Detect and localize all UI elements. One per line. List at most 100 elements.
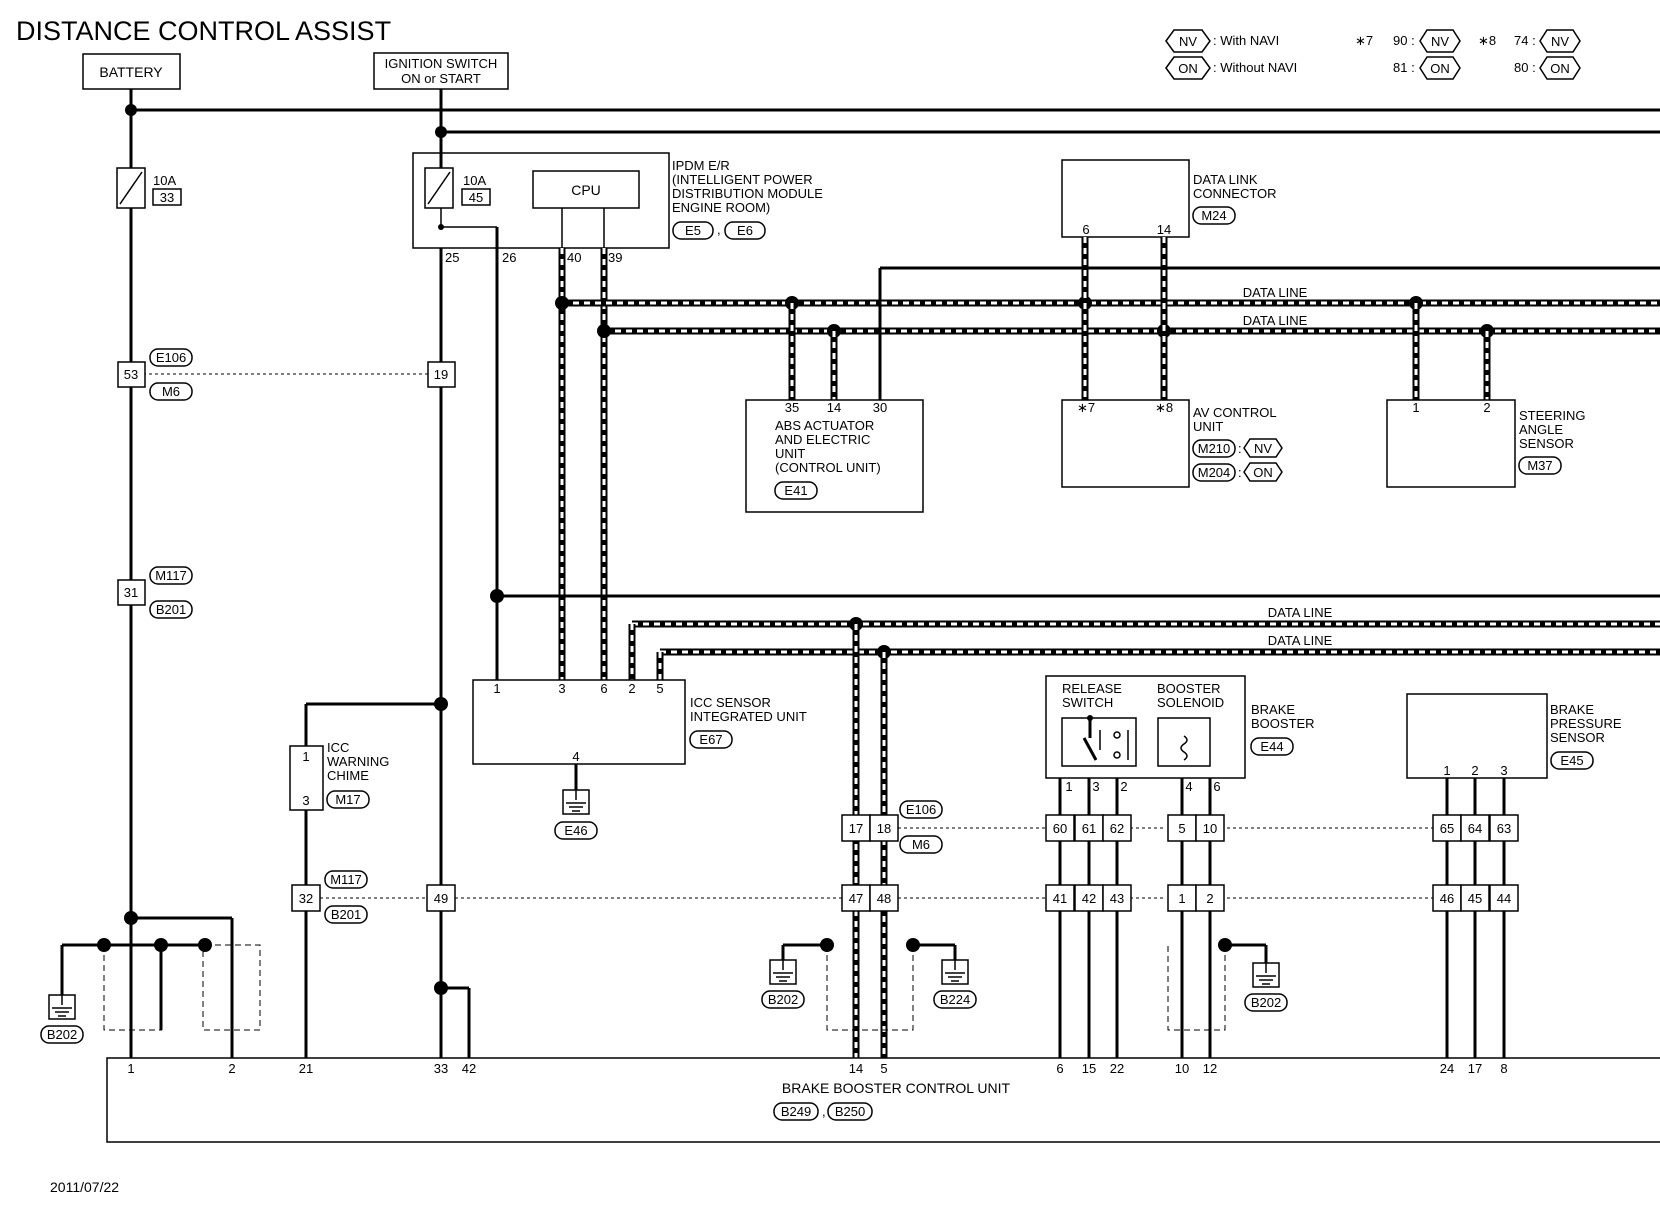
chime-pin-1: 1 bbox=[302, 749, 309, 764]
svg-text:46: 46 bbox=[1440, 891, 1454, 906]
ignition-line1: IGNITION SWITCH bbox=[385, 56, 498, 71]
icc-pin-2: 2 bbox=[628, 681, 635, 696]
connector-65-64-63: 65 64 63 bbox=[1432, 814, 1519, 842]
svg-text:64: 64 bbox=[1468, 821, 1482, 836]
svg-text:,: , bbox=[717, 222, 721, 237]
bbcu-pin-2: 2 bbox=[228, 1061, 235, 1076]
conn-label-e106-b: E106 bbox=[906, 802, 936, 817]
icc-pin-1: 1 bbox=[493, 681, 500, 696]
legend-on-badge: ON bbox=[1165, 56, 1211, 80]
icc-sensor-integrated-unit: 1 3 6 2 5 4 ICC SENSOR INTEGRATED UNIT E… bbox=[472, 679, 807, 765]
conn-label-m117-b: M117 bbox=[330, 872, 362, 887]
bbcu-pin-42: 42 bbox=[462, 1061, 476, 1076]
battery-fuse: 10A 33 bbox=[116, 167, 182, 209]
conn-label-e106-a: E106 bbox=[156, 350, 186, 365]
icc-pin-3: 3 bbox=[558, 681, 565, 696]
bbcu-pin-8: 8 bbox=[1500, 1061, 1507, 1076]
data-line-label-1: DATA LINE bbox=[1243, 285, 1308, 300]
connector-53: 53 bbox=[117, 361, 146, 388]
icc-pin-4: 4 bbox=[572, 749, 579, 764]
svg-text::: : bbox=[1238, 465, 1242, 480]
ipdm-pin-39: 39 bbox=[608, 250, 622, 265]
connector-49: 49 bbox=[426, 884, 456, 912]
ipdm-cpu: CPU bbox=[571, 182, 601, 198]
brake-booster-control-unit: 1 2 21 33 42 14 5 6 15 22 10 12 24 17 8 … bbox=[106, 1057, 1660, 1143]
ipdm-pin-40: 40 bbox=[567, 250, 581, 265]
booster-pin-4: 4 bbox=[1185, 779, 1192, 794]
legend-s7-on-badge: ON bbox=[1430, 61, 1450, 76]
connector-41-42-43: 41 42 43 bbox=[1045, 884, 1132, 912]
av-nv-badge: NV bbox=[1254, 441, 1272, 456]
connector-47: 47 bbox=[841, 884, 871, 912]
icc-conn: E67 bbox=[699, 732, 722, 747]
ground-icon bbox=[48, 994, 76, 1020]
ipdm-conn1: E5 bbox=[685, 223, 701, 238]
abs-line4: (CONTROL UNIT) bbox=[775, 460, 881, 475]
conn-label-b201-b: B201 bbox=[331, 907, 361, 922]
diagram-date: 2011/07/22 bbox=[50, 1179, 119, 1195]
legend-s8-nv: 74 : bbox=[1514, 33, 1536, 48]
connector-1-2: 1 2 bbox=[1167, 884, 1225, 912]
av-control-unit: ∗7 ∗8 AV CONTROL UNIT M210 : NV M204 : O… bbox=[1061, 399, 1283, 488]
brake-pressure-sensor: 1 2 3 BRAKE PRESSURE SENSOR E45 bbox=[1406, 693, 1622, 779]
svg-text:41: 41 bbox=[1053, 891, 1067, 906]
ignition-line2: ON or START bbox=[401, 71, 481, 86]
legend-nv-badge: NV bbox=[1165, 29, 1211, 53]
booster-solenoid1: BOOSTER bbox=[1157, 681, 1221, 696]
ground-b224: B224 bbox=[940, 992, 970, 1007]
booster-solenoid2: SOLENOID bbox=[1157, 695, 1224, 710]
svg-text:NV: NV bbox=[1179, 34, 1197, 49]
abs-pin-30: 30 bbox=[873, 400, 887, 415]
av-conn-on: M204 bbox=[1198, 465, 1231, 480]
abs-line2: AND ELECTRIC bbox=[775, 432, 870, 447]
svg-text:48: 48 bbox=[877, 891, 891, 906]
ipdm-er: 10A 45 CPU IPDM E/R (INTELLIGENT POWER D… bbox=[412, 152, 823, 265]
booster-release2: SWITCH bbox=[1062, 695, 1113, 710]
abs-actuator: 35 14 30 ABS ACTUATOR AND ELECTRIC UNIT … bbox=[745, 399, 924, 513]
connector-18: 18 bbox=[869, 814, 899, 842]
dlc-line2: CONNECTOR bbox=[1193, 186, 1277, 201]
booster-pin-6: 6 bbox=[1213, 779, 1220, 794]
legend-s7-nv: 90 : bbox=[1393, 33, 1415, 48]
battery-fuse-amp: 10A bbox=[153, 173, 176, 188]
svg-text:1: 1 bbox=[1178, 891, 1185, 906]
bbcu-pin-33: 33 bbox=[434, 1061, 448, 1076]
svg-text::: : bbox=[1238, 441, 1242, 456]
bbcu-pin-12: 12 bbox=[1203, 1061, 1217, 1076]
ground-icon bbox=[941, 959, 969, 985]
bbcu-pin-14: 14 bbox=[849, 1061, 863, 1076]
ground-b202-a: B202 bbox=[47, 1027, 77, 1042]
pressure-line1: BRAKE bbox=[1550, 702, 1594, 717]
ground-icon bbox=[562, 789, 590, 815]
legend-s8-on-badge: ON bbox=[1550, 61, 1570, 76]
booster-pin-1: 1 bbox=[1065, 779, 1072, 794]
svg-text:31: 31 bbox=[124, 585, 138, 600]
svg-text:53: 53 bbox=[124, 367, 138, 382]
svg-text:10: 10 bbox=[1203, 821, 1217, 836]
connector-5-10: 5 10 bbox=[1167, 814, 1225, 842]
abs-line1: ABS ACTUATOR bbox=[775, 418, 874, 433]
pressure-pin-2: 2 bbox=[1471, 763, 1478, 778]
booster-line1: BRAKE bbox=[1251, 702, 1295, 717]
bbcu-pin-5: 5 bbox=[880, 1061, 887, 1076]
bbcu-label: BRAKE BOOSTER CONTROL UNIT bbox=[782, 1080, 1011, 1096]
abs-pin-35: 35 bbox=[785, 400, 799, 415]
data-line-label-3: DATA LINE bbox=[1268, 605, 1333, 620]
bbcu-pin-15: 15 bbox=[1082, 1061, 1096, 1076]
dlc-pin-14: 14 bbox=[1157, 222, 1171, 237]
battery-block: BATTERY bbox=[82, 53, 181, 90]
steering-line1: STEERING bbox=[1519, 408, 1585, 423]
ipdm-line4: ENGINE ROOM) bbox=[672, 200, 770, 215]
legend-on-text: : Without NAVI bbox=[1213, 60, 1297, 75]
chime-line2: WARNING bbox=[327, 754, 389, 769]
steering-line3: SENSOR bbox=[1519, 436, 1574, 451]
data-link-connector: DATA LINK CONNECTOR M24 6 14 bbox=[1061, 159, 1277, 238]
legend-star8: ∗8 bbox=[1478, 33, 1496, 48]
connector-32: 32 bbox=[291, 884, 321, 912]
ipdm-fuse-amp: 10A bbox=[463, 173, 486, 188]
abs-line3: UNIT bbox=[775, 446, 805, 461]
booster-line2: BOOSTER bbox=[1251, 716, 1315, 731]
ipdm-fuse-no: 45 bbox=[469, 190, 483, 205]
svg-text:49: 49 bbox=[434, 891, 448, 906]
